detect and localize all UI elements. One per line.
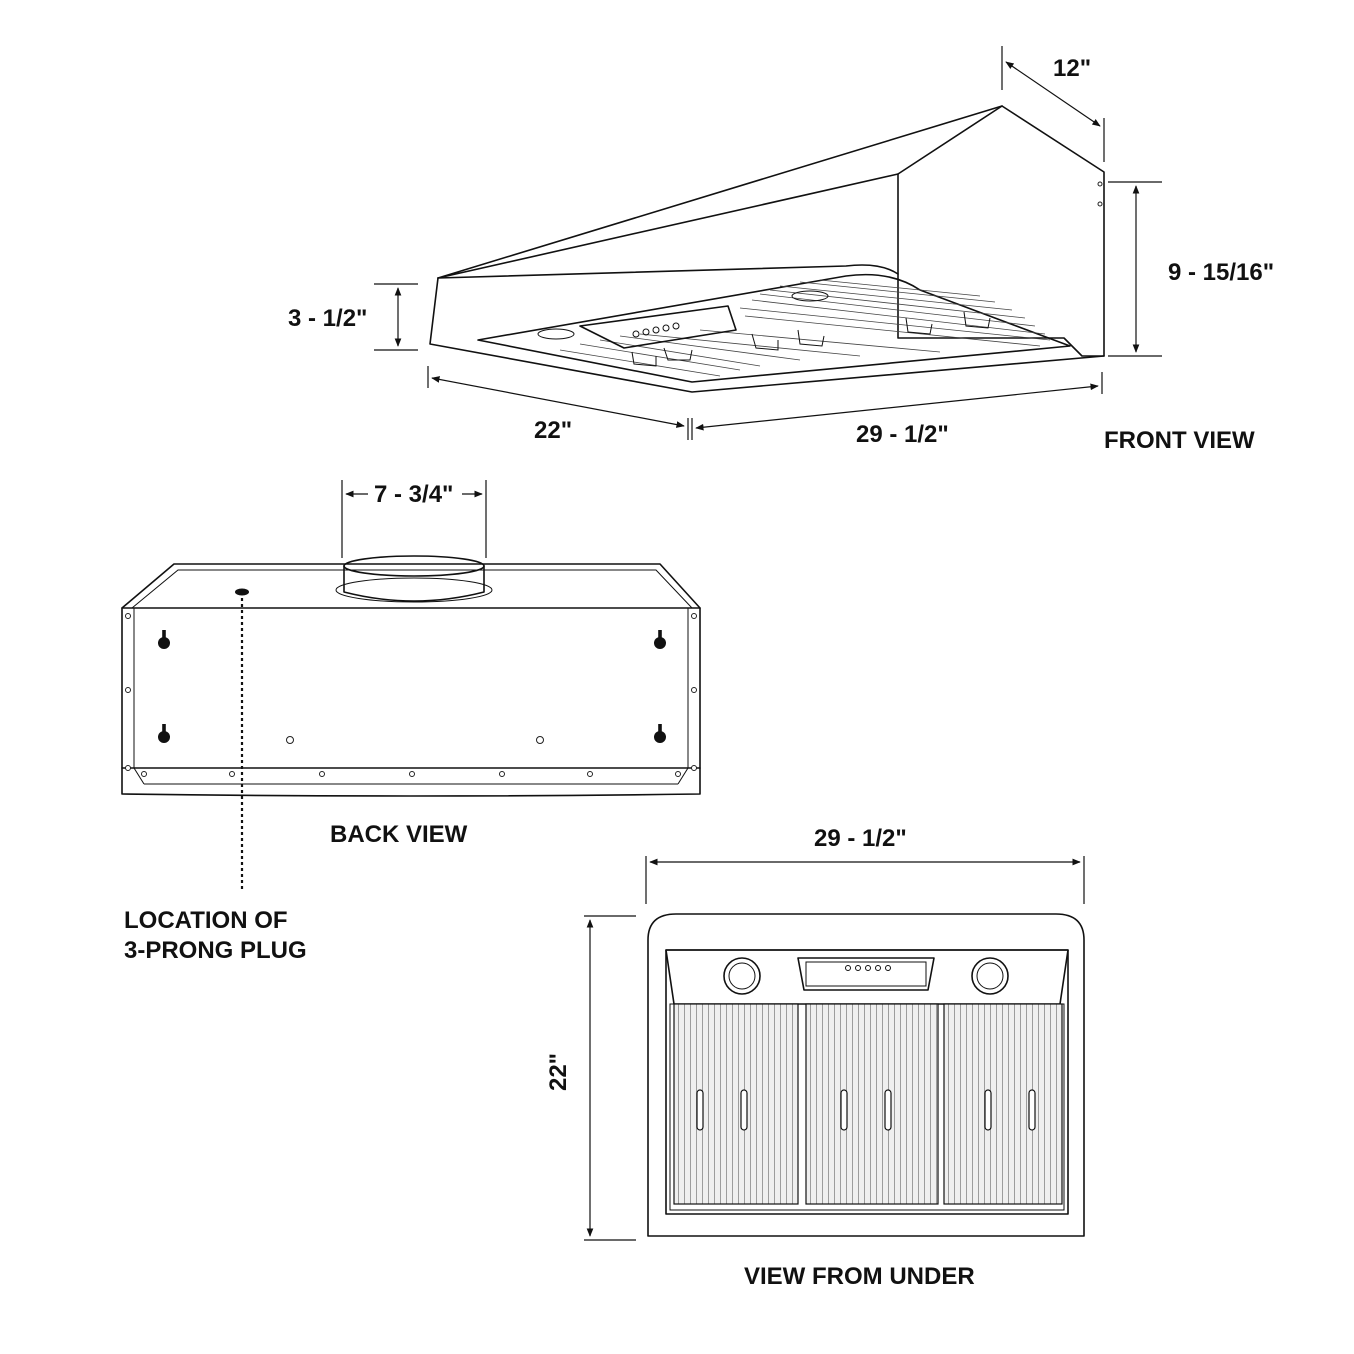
front-view: 12" 9 - 15/16" 3 - 1/2" 22" 29 - 1/2" FR…	[288, 46, 1274, 454]
front-filter-ribs	[559, 279, 1051, 377]
plug-note-line-1: LOCATION OF	[124, 907, 288, 934]
plug-hole-icon	[235, 588, 249, 596]
under-depth-label: 22"	[545, 1053, 572, 1091]
front-control-buttons	[632, 322, 680, 338]
baffle-filter	[673, 1003, 799, 1205]
duct-base	[335, 577, 493, 603]
front-depth-label: 22"	[534, 417, 572, 444]
front-height-label: 9 - 15/16"	[1168, 259, 1274, 286]
hood-top-edge	[897, 105, 1003, 175]
baffle-filter	[943, 1003, 1063, 1205]
under-filter-handles	[696, 1089, 1036, 1131]
back-view-title: BACK VIEW	[330, 821, 468, 848]
front-view-title: FRONT VIEW	[1104, 427, 1255, 454]
screw	[1097, 181, 1103, 187]
hood-front-face	[429, 277, 1105, 393]
baffle-filter	[805, 1003, 939, 1205]
back-view: 7 - 3/4" BACK VIEW LOCATION OF 3-PRONG P…	[121, 480, 701, 964]
under-view: 29 - 1/2" 22" VIEW FROM UNDER	[545, 825, 1085, 1290]
hood-underside	[477, 273, 1071, 383]
hood-front-top-edge	[437, 264, 899, 279]
dim-depth-line	[431, 376, 685, 428]
front-filter-handles	[631, 311, 991, 367]
back-duct-label: 7 - 3/4"	[374, 481, 453, 508]
hood-top-panel	[437, 105, 1105, 357]
back-top-inner-edge	[131, 569, 693, 609]
front-light-left-icon	[537, 328, 575, 340]
front-width-label: 29 - 1/2"	[856, 421, 949, 448]
under-baffle-filters	[673, 1003, 1063, 1205]
duct-top	[343, 555, 485, 577]
front-control-panel	[579, 305, 737, 349]
front-depth-top-label: 12"	[1053, 55, 1091, 82]
back-screws	[125, 613, 697, 777]
under-width-label: 29 - 1/2"	[814, 825, 907, 852]
dim-width-line	[695, 383, 1099, 431]
duct-collar	[343, 565, 485, 602]
under-view-title: VIEW FROM UNDER	[744, 1263, 975, 1290]
screw	[1097, 201, 1103, 207]
under-outer-body	[647, 913, 1085, 1237]
under-light-left-icon	[723, 957, 761, 995]
keyhole-icons	[158, 630, 666, 743]
back-panel	[121, 607, 701, 769]
plug-note-line-2: 3-PRONG PLUG	[124, 937, 307, 964]
under-control-panel	[797, 957, 935, 991]
back-bottom-lip	[121, 767, 701, 797]
dim-12-line	[1005, 61, 1101, 127]
front-light-right-icon	[791, 290, 829, 302]
back-top-outline	[121, 563, 701, 609]
under-light-right-icon	[971, 957, 1009, 995]
under-control-buttons	[845, 965, 891, 971]
front-front-height-label: 3 - 1/2"	[288, 305, 367, 332]
